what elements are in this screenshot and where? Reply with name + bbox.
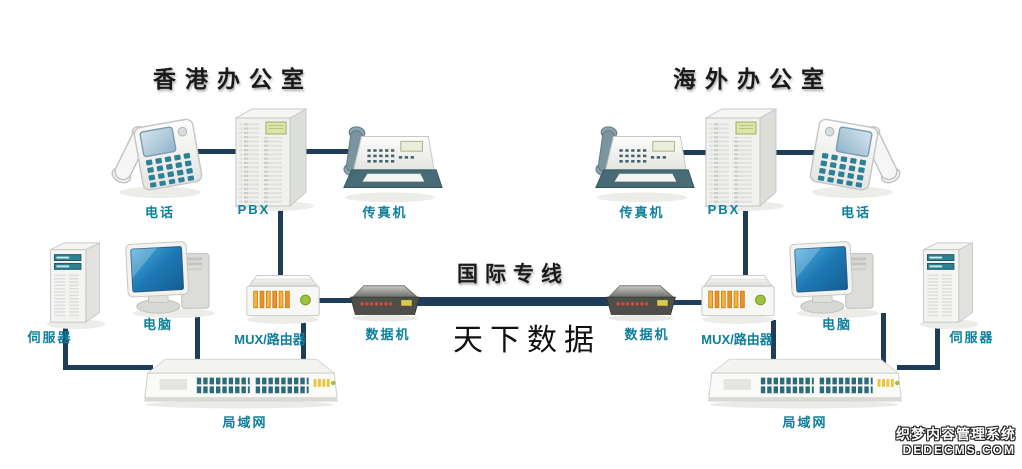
connector-hk-server-lan: [63, 365, 153, 370]
hk-office-title: 香港办公室: [153, 66, 313, 92]
lan-label-os: 局域网: [782, 415, 828, 430]
computer-icon-os: [786, 238, 884, 320]
lan-label-hk: 局域网: [222, 415, 268, 430]
phone-label-os: 电话: [840, 205, 871, 220]
computer-label-os: 电脑: [821, 317, 852, 332]
pbx-icon-hk: [228, 106, 320, 212]
connector-hk-mux-lan: [301, 320, 306, 376]
phone-label-hk: 电话: [144, 205, 175, 220]
site-watermark-line2: DEDECMS.COM: [902, 443, 1016, 457]
pbx-label-hk: PBX: [237, 202, 271, 217]
connector-international-leased-line: [413, 297, 615, 306]
modem-label-os: 数据机: [624, 327, 670, 342]
server-icon-hk: [40, 238, 112, 330]
fax-icon-os: [588, 118, 696, 204]
connector-hk-computer-lan: [195, 312, 200, 368]
mux-label-os: MUX/路由器: [701, 332, 773, 347]
connector-hk-server-down: [63, 316, 68, 370]
fax-label-hk: 传真机: [362, 205, 408, 220]
connector-os-server-down: [935, 316, 940, 370]
server-label-hk: 伺服器: [27, 330, 73, 345]
server-label-os: 伺服器: [949, 330, 995, 345]
connector-os-mux-lan: [771, 320, 776, 370]
site-watermark: 织梦内容管理系统 DEDECMS.COM: [896, 426, 1016, 458]
fax-icon-hk: [336, 118, 444, 204]
pbx-label-os: PBX: [707, 202, 741, 217]
mux-label-hk: MUX/路由器: [234, 332, 306, 347]
telephone-icon-os: [806, 112, 902, 200]
lan-switch-icon-hk: [136, 352, 344, 410]
connector-hk-pbx-mux: [278, 196, 283, 284]
overseas-office-title: 海外办公室: [673, 66, 833, 92]
mux-router-icon-os: [696, 270, 780, 326]
modem-label-hk: 数据机: [365, 327, 411, 342]
fax-label-os: 传真机: [619, 205, 665, 220]
international-line-label: 国际专线: [457, 263, 569, 286]
connector-os-computer-lan: [881, 313, 886, 367]
computer-icon-hk: [122, 238, 220, 320]
telephone-icon-hk: [110, 112, 206, 200]
connector-os-modem-mux: [670, 300, 712, 305]
server-icon-os: [913, 238, 985, 330]
connector-os-pbx-mux: [743, 196, 748, 284]
lan-switch-icon-os: [700, 352, 908, 410]
mux-router-icon-hk: [241, 270, 325, 326]
computer-label-hk: 电脑: [142, 317, 173, 332]
brand-watermark: 天下数据: [453, 323, 601, 358]
connector-hk-mux-modem: [316, 298, 358, 303]
site-watermark-line1: 织梦内容管理系统: [896, 426, 1016, 442]
connector-os-server-lan: [897, 365, 940, 370]
pbx-icon-os: [698, 106, 790, 212]
